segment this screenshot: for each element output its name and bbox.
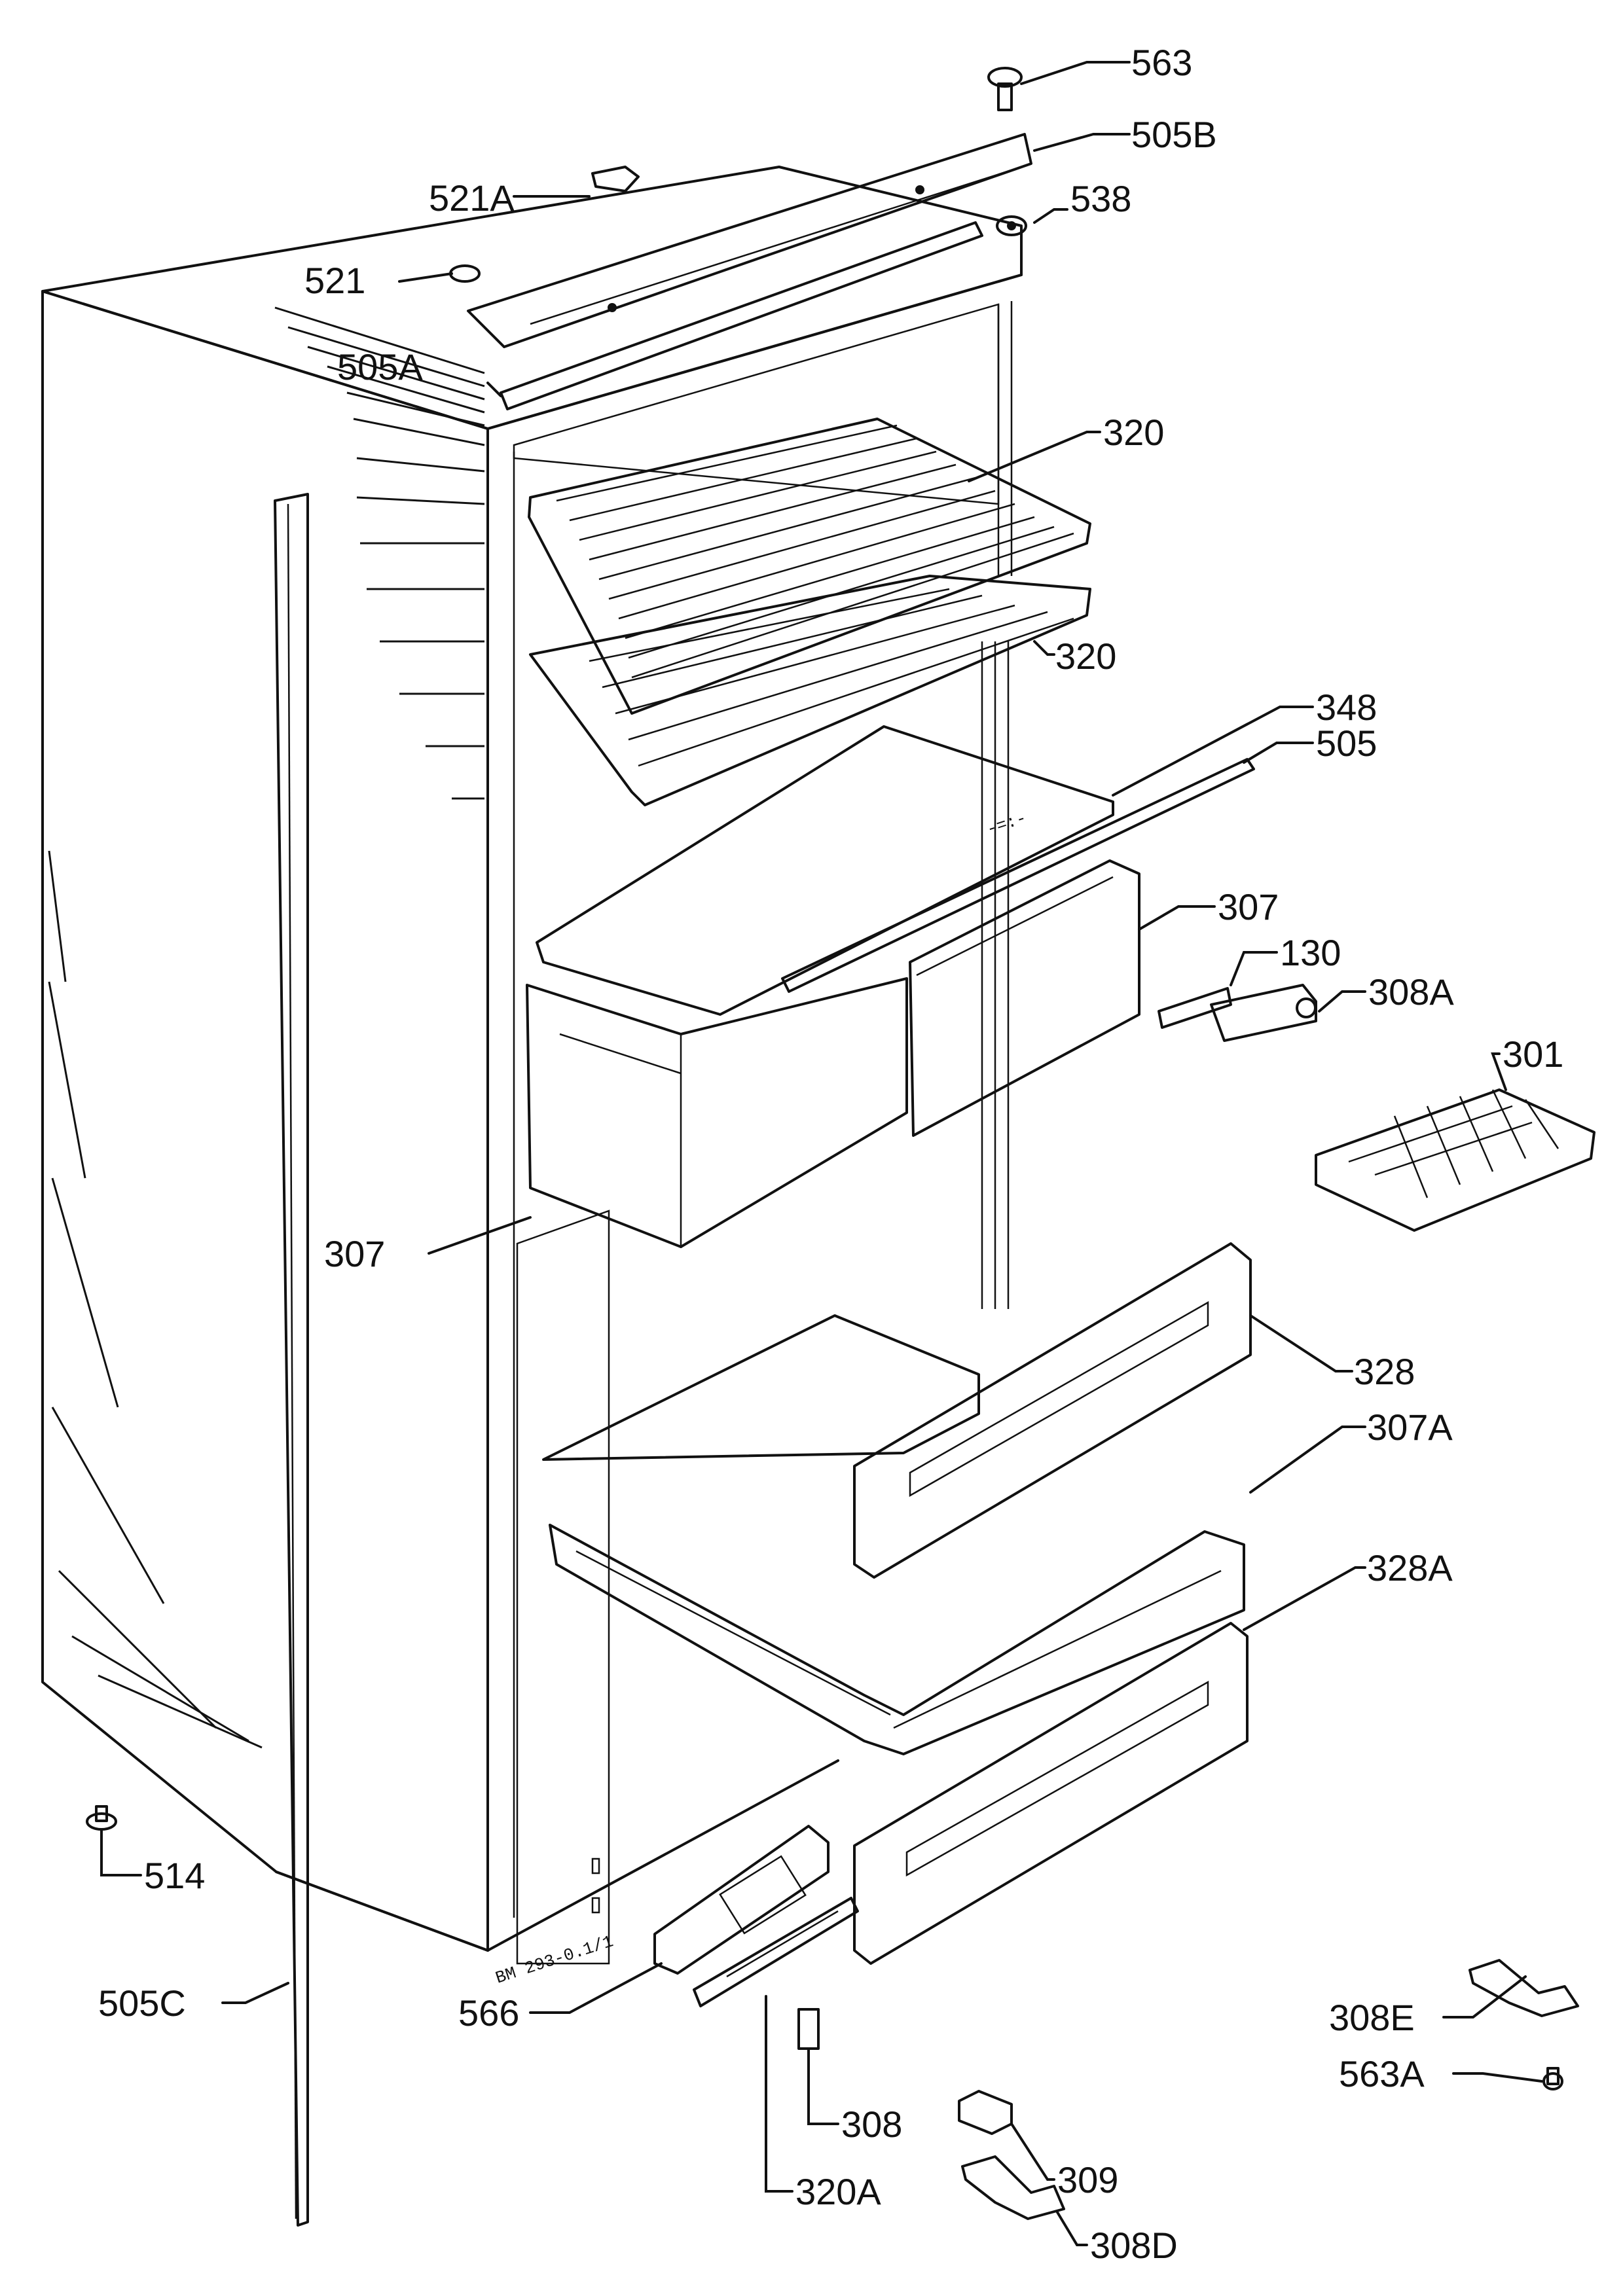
label-505b: 505B	[1131, 114, 1217, 155]
side-shading	[48, 306, 485, 1749]
crisper-307-right	[909, 859, 1140, 1137]
glass-shelf-348: -=:-	[536, 725, 1114, 1016]
label-308e: 308E	[1329, 1997, 1415, 2038]
label-566: 566	[458, 1992, 519, 2034]
label-348: 348	[1316, 687, 1377, 728]
label-505a: 505A	[337, 346, 423, 387]
door-seal-505a	[500, 221, 983, 410]
label-563a: 563A	[1339, 2053, 1425, 2094]
label-521a: 521A	[429, 177, 515, 219]
shelf-320-lower	[529, 575, 1091, 806]
thermostat-566	[653, 1825, 830, 1975]
freezer-flap-328	[853, 1242, 1252, 1579]
shelf-320-top	[528, 418, 1091, 715]
plug-521a	[591, 166, 640, 192]
label-563: 563	[1131, 42, 1192, 83]
trim-505	[781, 758, 1255, 993]
label-130: 130	[1280, 932, 1341, 973]
control-strip-320a	[693, 1897, 859, 2007]
label-308d: 308D	[1090, 2225, 1178, 2266]
bracket-308	[797, 2008, 820, 2050]
ice-tray-301	[1315, 1088, 1596, 1232]
foot-563	[987, 67, 1023, 111]
foot-563a	[1542, 2067, 1563, 2090]
label-307-left: 307	[324, 1233, 385, 1274]
cabinet-stamp: BM 293-0.1/1	[493, 1931, 615, 1988]
label-308: 308	[841, 2104, 902, 2145]
label-307-right: 307	[1218, 886, 1279, 927]
label-308a: 308A	[1368, 971, 1454, 1013]
label-301: 301	[1503, 1033, 1563, 1075]
bracket-308e	[1468, 1959, 1579, 2017]
bracket-130	[1158, 987, 1232, 1029]
label-505c: 505C	[98, 1982, 186, 2024]
label-538: 538	[1070, 178, 1131, 219]
label-320-top: 320	[1103, 412, 1164, 453]
freezer-flap-328a	[853, 1622, 1249, 1965]
label-320a: 320A	[795, 2171, 881, 2212]
label-309: 309	[1057, 2159, 1118, 2200]
hinge-308a	[1210, 984, 1317, 1042]
label-328a: 328A	[1367, 1547, 1453, 1588]
label-307a: 307A	[1367, 1407, 1453, 1448]
bracket-308d	[961, 2155, 1065, 2220]
label-320-lower: 320	[1055, 636, 1116, 677]
door-seal-505c	[274, 493, 309, 2227]
plug-521	[449, 264, 481, 283]
label-328: 328	[1354, 1351, 1415, 1392]
label-521: 521	[304, 260, 365, 301]
hinge-cover-505b	[467, 133, 1032, 348]
pad-309	[958, 2090, 1013, 2135]
freezer-basket-307a	[542, 1314, 1245, 1755]
part-labels: 563 505B 538 521A 521 505A 320 320 348 5…	[98, 42, 1563, 2266]
leader-lines	[100, 61, 1543, 2246]
svg-text:-=:-: -=:-	[984, 808, 1029, 840]
crisper-307-left	[526, 977, 908, 1248]
foot-514	[86, 1805, 117, 1831]
label-514: 514	[144, 1855, 205, 1896]
cabinet-body: BM 293-0.1/1	[41, 166, 1023, 1988]
label-505: 505	[1316, 723, 1377, 764]
hinge-pin-538	[996, 215, 1027, 236]
